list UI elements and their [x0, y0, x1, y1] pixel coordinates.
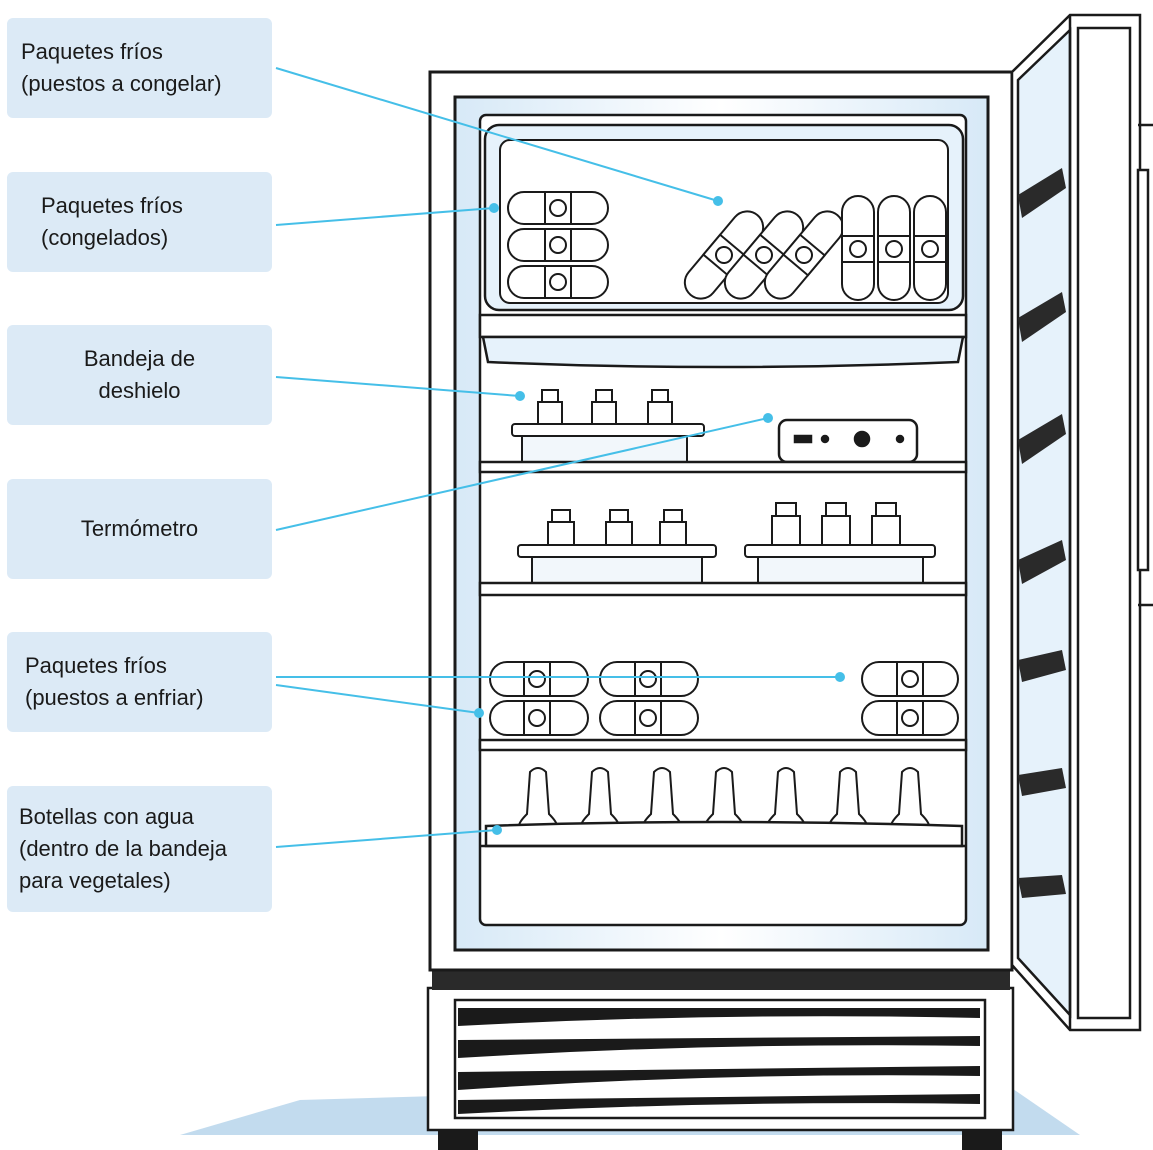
leader-packs-frozen — [275, 207, 495, 226]
shelf-3 — [478, 738, 968, 752]
packs-to-freeze — [683, 210, 845, 300]
label-thermometer: Termómetro — [7, 479, 272, 579]
label-line: Bandeja de — [83, 346, 196, 371]
open-door — [1010, 13, 1153, 1032]
label-line: Termómetro — [80, 516, 199, 541]
label-line: (puestos a congelar) — [21, 71, 222, 96]
upright-packs — [841, 195, 947, 301]
base-grille — [426, 986, 1015, 1132]
foot-left — [438, 1128, 478, 1150]
vials-shelf-1 — [511, 389, 705, 463]
foot-right — [962, 1128, 1002, 1150]
leader-packs-to-cool-b — [275, 684, 480, 714]
label-water-bottles: Botellas con agua (dentro de la bandeja … — [7, 786, 272, 912]
label-line: Botellas con agua — [19, 804, 194, 829]
label-line: (dentro de la bandeja — [19, 836, 227, 861]
label-cold-packs-to-cool: Paquetes fríos (puestos a enfriar) — [7, 632, 272, 732]
leader-defrost-tray — [275, 376, 521, 397]
leader-lines — [275, 67, 845, 848]
label-line: Paquetes fríos — [25, 653, 167, 678]
base-top-strip — [432, 968, 1010, 990]
label-defrost-tray: Bandeja de deshielo — [7, 325, 272, 425]
label-line: Paquetes fríos — [21, 39, 163, 64]
shelf-1 — [478, 460, 968, 474]
label-line: para vegetales) — [19, 868, 171, 893]
defrost-tray — [478, 313, 968, 369]
label-cold-packs-to-freeze: Paquetes fríos (puestos a congelar) — [7, 18, 272, 118]
packs-to-cool — [489, 661, 959, 736]
vegetable-drawer — [480, 820, 966, 848]
label-line: Paquetes fríos — [41, 193, 183, 218]
label-line: deshielo — [98, 378, 181, 403]
leader-thermometer — [275, 417, 769, 531]
label-line: (puestos a enfriar) — [25, 685, 204, 710]
label-cold-packs-frozen: Paquetes fríos (congelados) — [7, 172, 272, 272]
leader-packs-to-freeze — [275, 67, 719, 202]
shelf-2 — [478, 581, 968, 597]
label-line: (congelados) — [41, 225, 169, 250]
freezer-inner — [499, 139, 949, 304]
thermometer — [777, 418, 919, 464]
leader-water-bottles — [275, 829, 498, 848]
frozen-packs — [507, 191, 609, 299]
